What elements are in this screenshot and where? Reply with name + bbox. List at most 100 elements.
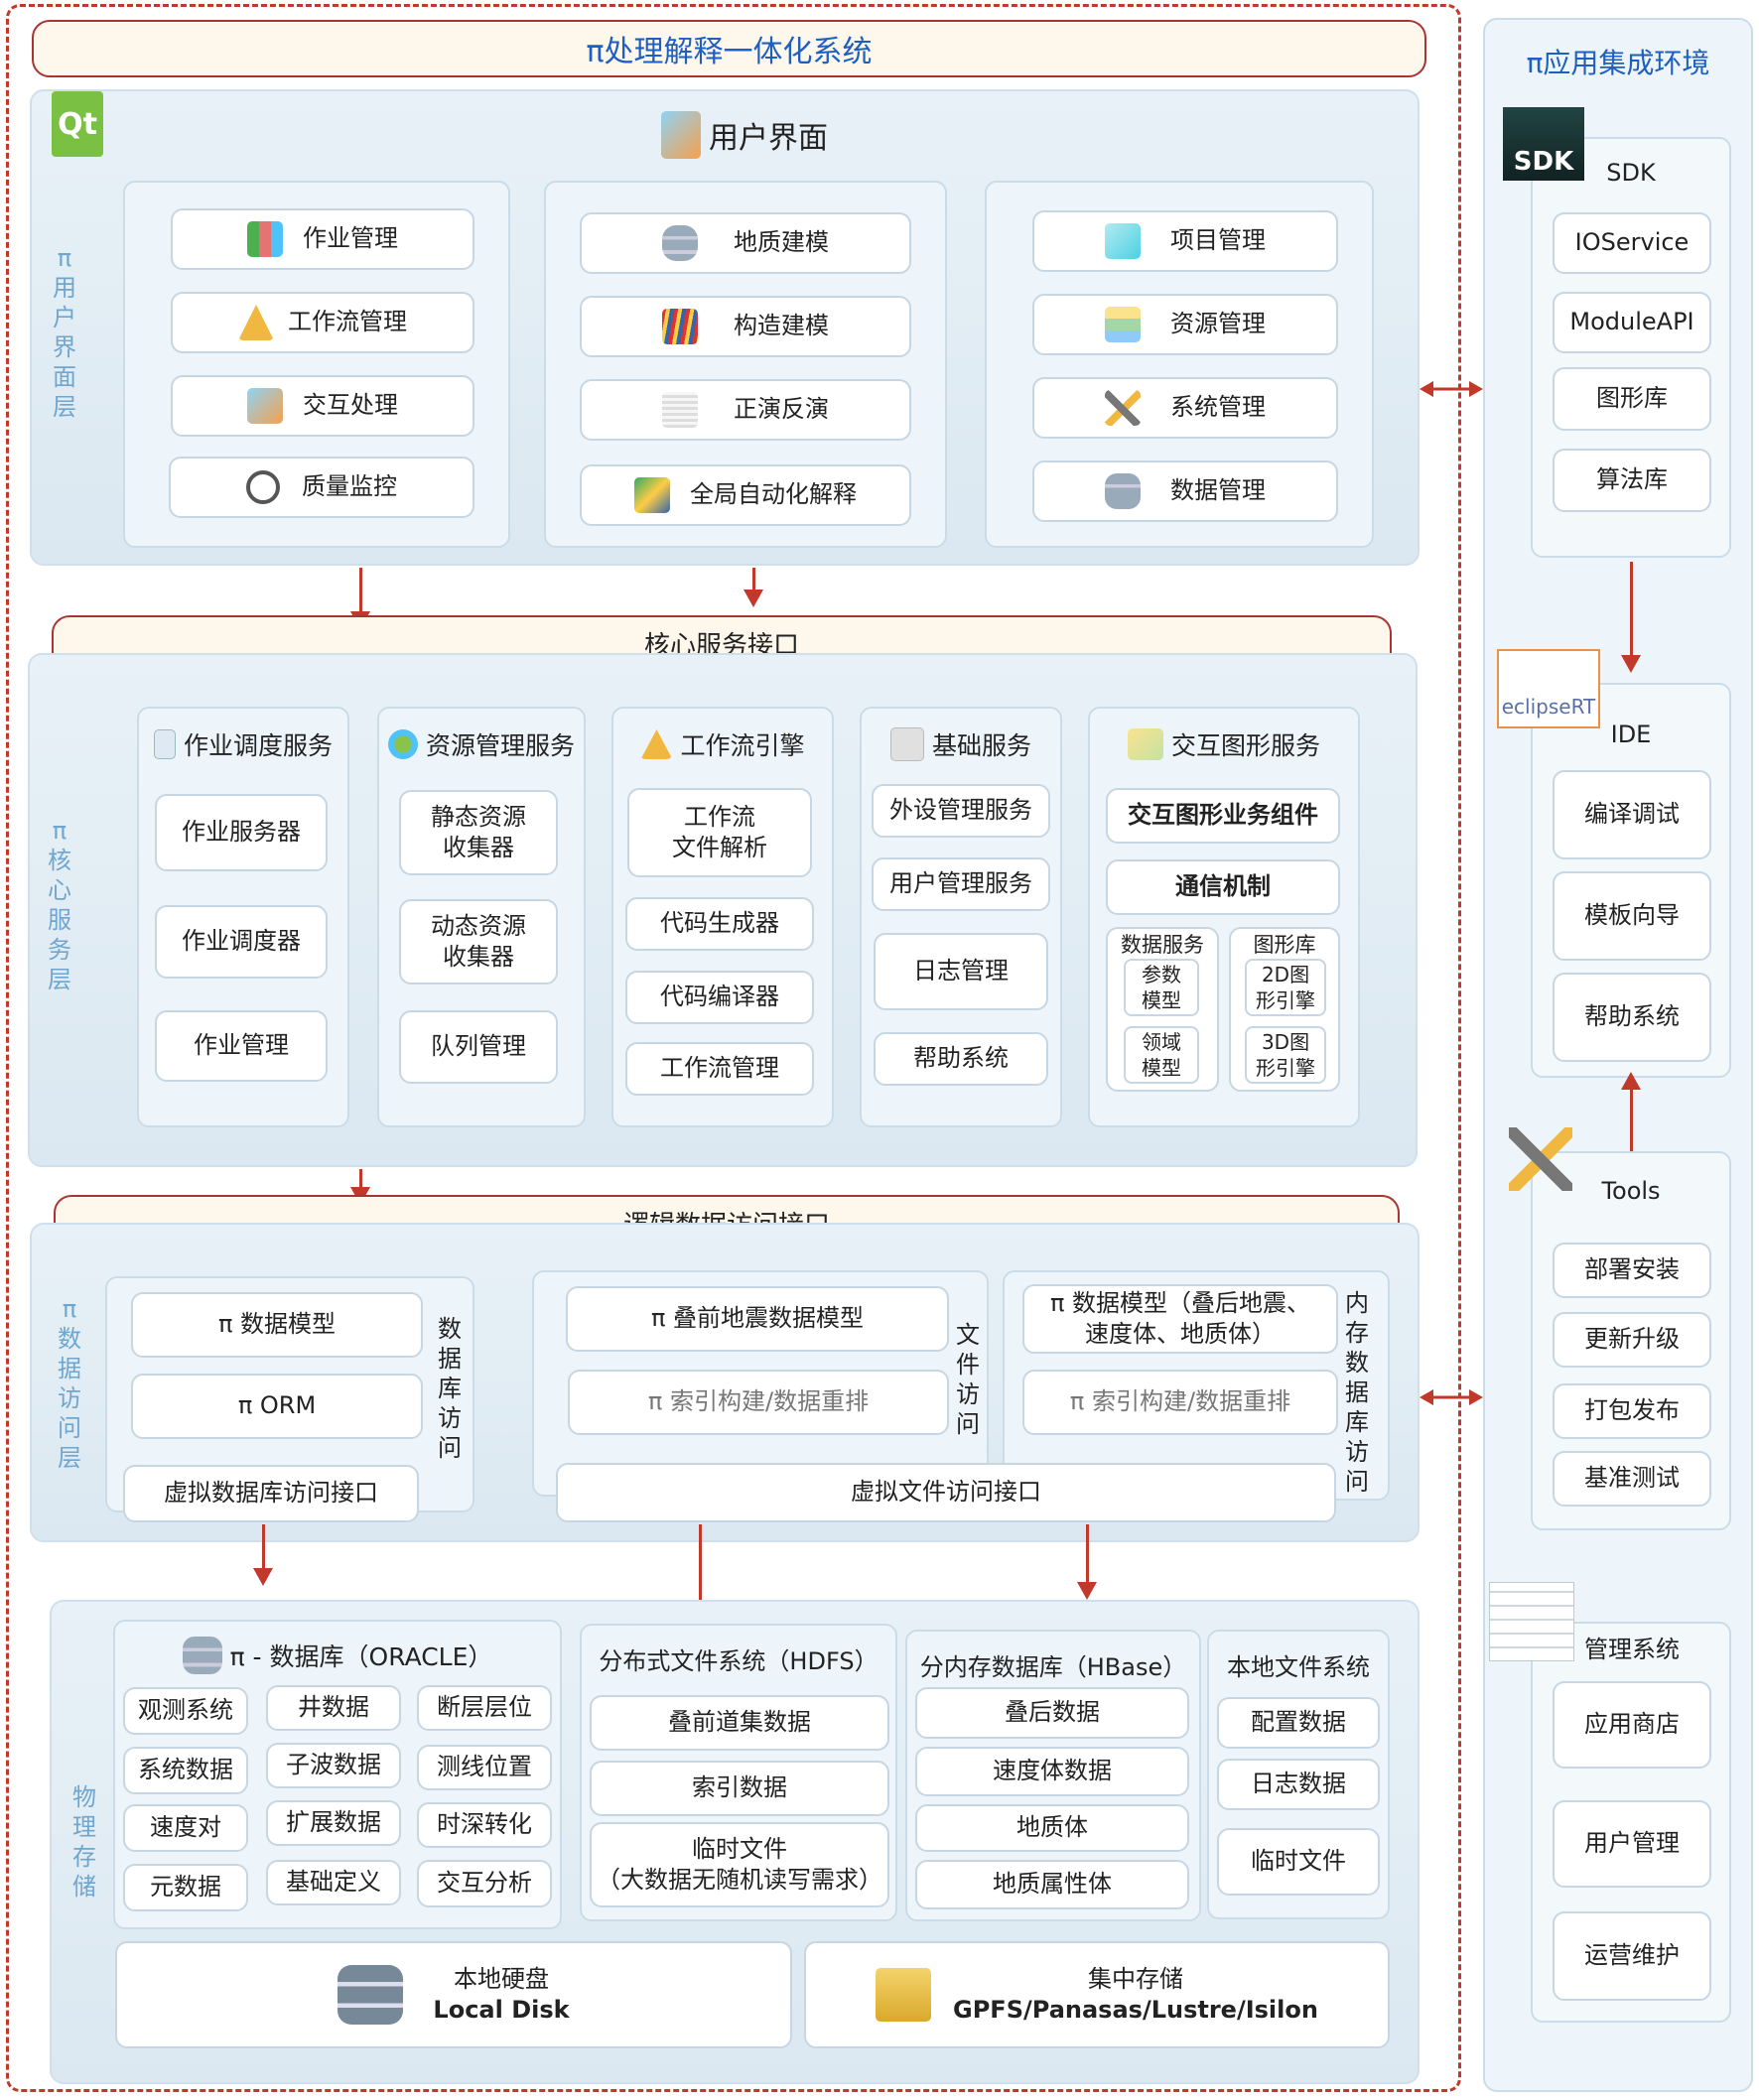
- localfs-item-2[interactable]: 临时文件: [1217, 1828, 1380, 1896]
- user-mgmt-service[interactable]: 用户管理服务: [872, 857, 1050, 911]
- ui-item-inversion[interactable]: 正演反演: [580, 379, 911, 441]
- 2d-engine[interactable]: 2D图 形引擎: [1245, 959, 1326, 1016]
- db-item-1[interactable]: 井数据: [266, 1685, 401, 1731]
- ui-item-system[interactable]: 系统管理: [1032, 377, 1338, 439]
- param-model[interactable]: 参数 模型: [1124, 959, 1199, 1016]
- virtual-file-interface[interactable]: 虚拟文件访问接口: [556, 1463, 1336, 1522]
- graphics-services-title: 交互图形服务: [1092, 724, 1356, 764]
- db-item-3[interactable]: 系统数据: [123, 1747, 248, 1794]
- central-storage-cn: 集中存储: [1087, 1964, 1183, 1993]
- layers-icon: [1105, 307, 1141, 342]
- 3d-engine[interactable]: 3D图 形引擎: [1245, 1026, 1326, 1084]
- ide-item-0[interactable]: 编译调试: [1553, 770, 1711, 859]
- resource-mgmt-title: 资源管理服务: [379, 724, 584, 764]
- code-generator[interactable]: 代码生成器: [625, 897, 814, 951]
- central-storage[interactable]: 集中存储 GPFS/Panasas/Lustre/Isilon: [804, 1941, 1390, 2048]
- domain-model[interactable]: 领域 模型: [1124, 1026, 1199, 1084]
- job-mgmt[interactable]: 作业管理: [155, 1010, 328, 1082]
- workflow-file-parser[interactable]: 工作流 文件解析: [627, 788, 812, 877]
- prestack-seismic-model[interactable]: π 叠前地震数据模型: [566, 1286, 949, 1352]
- tools-item-2[interactable]: 打包发布: [1553, 1383, 1711, 1439]
- localfs-item-0[interactable]: 配置数据: [1217, 1697, 1380, 1749]
- ui-item-job-mgmt[interactable]: 作业管理: [171, 208, 474, 270]
- mem-index-build[interactable]: π 索引构建/数据重排: [1022, 1370, 1338, 1435]
- pi-data-model[interactable]: π 数据模型: [131, 1292, 423, 1358]
- sdk-item-3[interactable]: 算法库: [1553, 449, 1711, 512]
- virtual-db-interface[interactable]: 虚拟数据库访问接口: [123, 1465, 419, 1522]
- system-frame: [6, 4, 1461, 2092]
- workflow-mgmt[interactable]: 工作流管理: [625, 1042, 814, 1096]
- file-index-build[interactable]: π 索引构建/数据重排: [568, 1370, 949, 1435]
- hbase-item-1[interactable]: 速度体数据: [915, 1747, 1189, 1796]
- db-item-6[interactable]: 速度对: [123, 1804, 248, 1852]
- local-disk-cn: 本地硬盘: [454, 1964, 549, 1993]
- arrow-ui-core-2: [744, 568, 763, 607]
- queue-mgmt[interactable]: 队列管理: [399, 1010, 558, 1084]
- arrow-sdk-ide: [1621, 562, 1641, 673]
- db-item-11[interactable]: 交互分析: [417, 1860, 552, 1907]
- hbase-item-3[interactable]: 地质属性体: [915, 1860, 1189, 1909]
- ide-item-2[interactable]: 帮助系统: [1553, 973, 1711, 1062]
- code-compiler[interactable]: 代码编译器: [625, 971, 814, 1024]
- ui-item-structure[interactable]: 构造建模: [580, 296, 911, 357]
- seismic-icon: [662, 309, 698, 344]
- hdfs-item-2[interactable]: 临时文件 （大数据无随机读写需求）: [590, 1822, 889, 1907]
- tools-item-1[interactable]: 更新升级: [1553, 1312, 1711, 1368]
- db-item-5[interactable]: 测线位置: [417, 1745, 552, 1790]
- sdk-title: SDK: [1606, 159, 1656, 187]
- log-mgmt[interactable]: 日志管理: [874, 933, 1048, 1010]
- static-resource-collector[interactable]: 静态资源 收集器: [399, 790, 558, 875]
- user-interface-icon: [661, 111, 701, 159]
- tools-item-3[interactable]: 基准测试: [1553, 1451, 1711, 1507]
- db-item-2[interactable]: 断层层位: [417, 1685, 552, 1731]
- ide-item-1[interactable]: 模板向导: [1553, 871, 1711, 961]
- db-item-9[interactable]: 元数据: [123, 1864, 248, 1911]
- ui-item-workflow-mgmt[interactable]: 工作流管理: [171, 292, 474, 353]
- mgmt-item-1[interactable]: 用户管理: [1553, 1800, 1711, 1888]
- data-icon: [1105, 473, 1141, 509]
- ui-item-quality[interactable]: 质量监控: [169, 457, 474, 518]
- ui-item-resource[interactable]: 资源管理: [1032, 294, 1338, 355]
- local-disk[interactable]: 本地硬盘 Local Disk: [115, 1941, 792, 2048]
- ui-layer-label: π 用 户 界 面 层: [53, 244, 76, 421]
- mgmt-item-0[interactable]: 应用商店: [1553, 1681, 1711, 1769]
- localfs-item-1[interactable]: 日志数据: [1217, 1759, 1380, 1810]
- db-item-7[interactable]: 扩展数据: [266, 1800, 401, 1846]
- sdk-item-0[interactable]: IOService: [1553, 212, 1711, 274]
- ide-title: IDE: [1610, 721, 1652, 748]
- mgmt-title: 管理系统: [1584, 1636, 1680, 1663]
- comm-mechanism[interactable]: 通信机制: [1106, 859, 1340, 915]
- stacked-cubes-icon: [1127, 728, 1163, 760]
- arrow-ui-core-1: [350, 568, 370, 629]
- ui-item-data[interactable]: 数据管理: [1032, 460, 1338, 522]
- peripheral-mgmt[interactable]: 外设管理服务: [872, 784, 1050, 838]
- tools-item-0[interactable]: 部署安装: [1553, 1243, 1711, 1298]
- hdfs-item-0[interactable]: 叠前道集数据: [590, 1695, 889, 1751]
- job-server[interactable]: 作业服务器: [155, 794, 328, 871]
- ui-item-project[interactable]: 项目管理: [1032, 210, 1338, 272]
- hbase-item-0[interactable]: 叠后数据: [915, 1687, 1189, 1739]
- db-item-4[interactable]: 子波数据: [266, 1743, 401, 1788]
- mgmt-item-2[interactable]: 运营维护: [1553, 1911, 1711, 2001]
- arrow-tools-ide: [1621, 1072, 1641, 1151]
- dynamic-resource-collector[interactable]: 动态资源 收集器: [399, 899, 558, 984]
- ui-item-interaction[interactable]: 交互处理: [171, 375, 474, 437]
- sdk-item-2[interactable]: 图形库: [1553, 367, 1711, 431]
- ui-item-geomodel[interactable]: 地质建模: [580, 212, 911, 274]
- job-scheduler[interactable]: 作业调度器: [155, 905, 328, 979]
- db-item-0[interactable]: 观测系统: [123, 1687, 248, 1735]
- db-item-8[interactable]: 时深转化: [417, 1802, 552, 1848]
- basic-services-title: 基础服务: [862, 724, 1060, 764]
- help-system-service[interactable]: 帮助系统: [874, 1032, 1048, 1086]
- mem-access-label: 内 存 数 据 库 访 问: [1345, 1289, 1369, 1496]
- db-item-10[interactable]: 基础定义: [266, 1860, 401, 1905]
- sdk-item-1[interactable]: ModuleAPI: [1553, 292, 1711, 353]
- hbase-item-2[interactable]: 地质体: [915, 1804, 1189, 1852]
- hdfs-item-1[interactable]: 索引数据: [590, 1761, 889, 1816]
- ui-item-auto-interp[interactable]: 全局自动化解释: [580, 464, 911, 526]
- localfs-title: 本地文件系统: [1227, 1653, 1370, 1681]
- pi-orm[interactable]: π ORM: [131, 1374, 423, 1439]
- tools-title: Tools: [1601, 1177, 1661, 1205]
- mem-data-model[interactable]: π 数据模型（叠后地震、 速度体、地质体）: [1022, 1284, 1338, 1354]
- graphics-business-component[interactable]: 交互图形业务组件: [1106, 788, 1340, 844]
